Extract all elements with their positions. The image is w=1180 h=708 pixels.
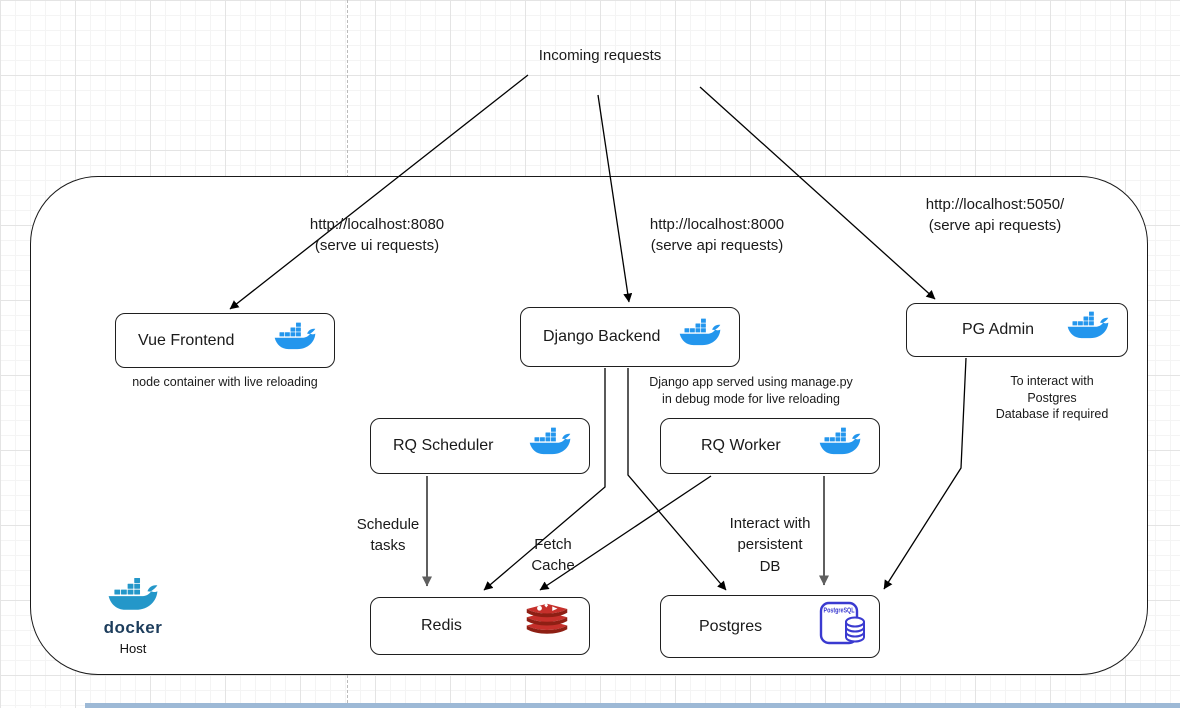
node-rq-worker[interactable]: RQ Worker	[660, 418, 880, 474]
node-label: RQ Worker	[701, 437, 781, 454]
django-caption: Django app served using manage.py in deb…	[649, 375, 853, 406]
node-vue-frontend[interactable]: Vue Frontend	[115, 313, 335, 368]
docker-logo: docker Host	[98, 578, 168, 656]
redis-icon	[523, 602, 571, 650]
docker-wordmark: docker	[103, 618, 163, 637]
node-pg-admin[interactable]: PG Admin	[906, 303, 1128, 357]
edge-label-schedule-tasks: Schedule tasks	[356, 516, 420, 555]
edge-label-fetch-cache: Fetch Cache	[531, 536, 575, 575]
node-postgres[interactable]: Postgres PostgreSQL	[660, 595, 880, 658]
docker-whale-icon	[274, 322, 316, 360]
docker-whale-icon	[679, 318, 721, 356]
docker-whale-icon	[1067, 311, 1109, 349]
docker-whale-icon	[529, 427, 571, 465]
node-label: Django Backend	[543, 328, 661, 345]
edge-label-ui: http://localhost:8080 (serve ui requests…	[309, 216, 445, 255]
postgresql-icon: PostgreSQL	[819, 600, 867, 653]
node-label: Redis	[421, 617, 462, 634]
postgresql-icon-text: PostgreSQL	[824, 608, 856, 615]
edge-label-api: http://localhost:8000 (serve api request…	[649, 216, 785, 255]
host-label: Host	[119, 641, 147, 656]
incoming-requests-label: Incoming requests	[538, 47, 662, 64]
node-label: RQ Scheduler	[393, 437, 494, 454]
vue-caption: node container with live reloading	[132, 375, 318, 389]
pgadmin-caption: To interact with Postgres Database if re…	[995, 374, 1109, 421]
edge-label-interact-db: Interact with persistent DB	[729, 515, 811, 575]
edge-label-pgadmin: http://localhost:5050/ (serve api reques…	[925, 196, 1065, 235]
node-redis[interactable]: Redis	[370, 597, 590, 655]
docker-whale-icon	[107, 578, 159, 620]
node-label: Postgres	[699, 617, 763, 635]
node-label: PG Admin	[962, 321, 1035, 338]
docker-whale-icon	[819, 427, 861, 465]
page-edge-line	[85, 703, 1180, 708]
node-rq-scheduler[interactable]: RQ Scheduler	[370, 418, 590, 474]
node-label: Vue Frontend	[138, 331, 235, 349]
node-django-backend[interactable]: Django Backend	[520, 307, 740, 367]
